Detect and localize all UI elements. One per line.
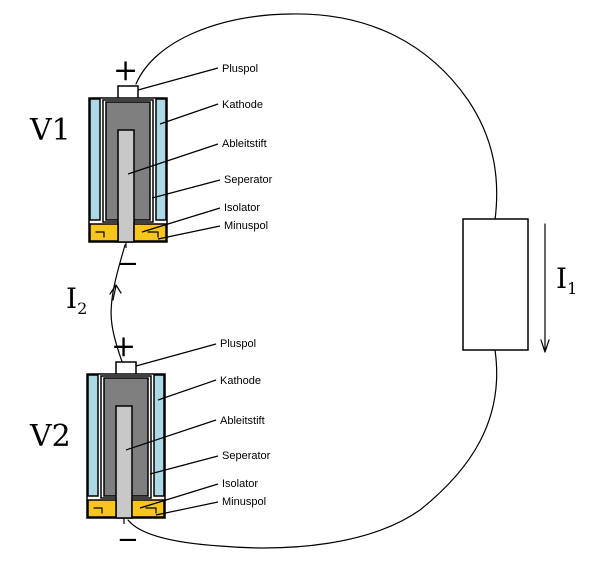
cell-v1-leader-minuspol <box>157 225 221 240</box>
cell-v2-leader-kathode <box>157 379 217 401</box>
cell-v1-label-ableitstift: Ableitstift <box>222 138 267 150</box>
cell-v1-label-minuspol: Minuspol <box>224 220 268 232</box>
cell-v1-minus-terminal-right <box>147 231 159 238</box>
cell-v2-label-pluspol: Pluspol <box>220 338 256 350</box>
cell-v2-leader-isolator <box>139 483 219 509</box>
cell-v1-minus-sign: − <box>117 249 139 279</box>
cell-v1-collector-pin <box>117 129 135 243</box>
cell-v2-minus-terminal-right <box>145 507 157 514</box>
cell-v2-leader-minuspol <box>155 501 219 516</box>
cell-v2-leader-pluspol <box>135 343 217 367</box>
cell-v2-label-minuspol: Minuspol <box>222 496 266 508</box>
cell-v1-label-kathode: Kathode <box>222 99 263 111</box>
cell-v1-label-pluspol: Pluspol <box>222 63 258 75</box>
cell-v2-plus-terminal <box>115 361 137 376</box>
cell-v2-leader-ableitstift <box>125 419 217 451</box>
cell-v2-label: V2 <box>29 419 71 454</box>
cell-v1-label-seperator: Seperator <box>224 174 273 186</box>
current-label-i2: I2 <box>66 282 87 318</box>
cell-v1-leader-pluspol <box>137 67 219 91</box>
cell-v2-collector-pin <box>115 405 133 519</box>
cell-v1-plus-terminal <box>117 85 139 100</box>
cell-v2-minus-sign: − <box>117 525 139 555</box>
cell-v2-label-ableitstift: Ableitstift <box>220 415 265 427</box>
series-connection-wire <box>110 244 126 369</box>
cell-v1-plus-sign: + <box>113 53 138 88</box>
cell-v1-cathode-left <box>89 98 101 221</box>
cell-v2-plus-sign: + <box>111 329 136 364</box>
cell-v1-minus-terminal-left <box>95 231 105 238</box>
cell-v2-label-kathode: Kathode <box>220 375 261 387</box>
cell-v1: V1 + − Pluspol Kathode Ableitstift Seper… <box>29 53 273 279</box>
cell-v2-cathode-right <box>153 374 165 497</box>
cell-v2: V2 + − Pluspol Kathode Ableitstift Seper… <box>29 329 271 555</box>
current-arrow-i2 <box>109 284 122 301</box>
current-arrow-i1 <box>540 223 550 353</box>
cell-v1-cathode-right <box>155 98 167 221</box>
cell-v2-leader-seperator <box>149 455 219 475</box>
cell-v2-label-seperator: Seperator <box>222 450 271 462</box>
current-label-i1: I1 <box>556 262 577 298</box>
cell-v2-label-isolator: Isolator <box>222 478 258 490</box>
outer-circuit-wire <box>127 13 498 549</box>
cell-v1-leader-ableitstift <box>127 143 219 175</box>
cell-v1-label: V1 <box>29 113 71 148</box>
cell-v2-minus-terminal-left <box>93 507 103 514</box>
cell-v1-label-isolator: Isolator <box>224 202 260 214</box>
cell-v1-leader-isolator <box>141 207 221 233</box>
cell-v1-leader-kathode <box>159 103 219 125</box>
cell-v2-cathode-left <box>87 374 99 497</box>
cell-v1-leader-seperator <box>151 179 221 199</box>
load-resistor <box>462 218 529 351</box>
